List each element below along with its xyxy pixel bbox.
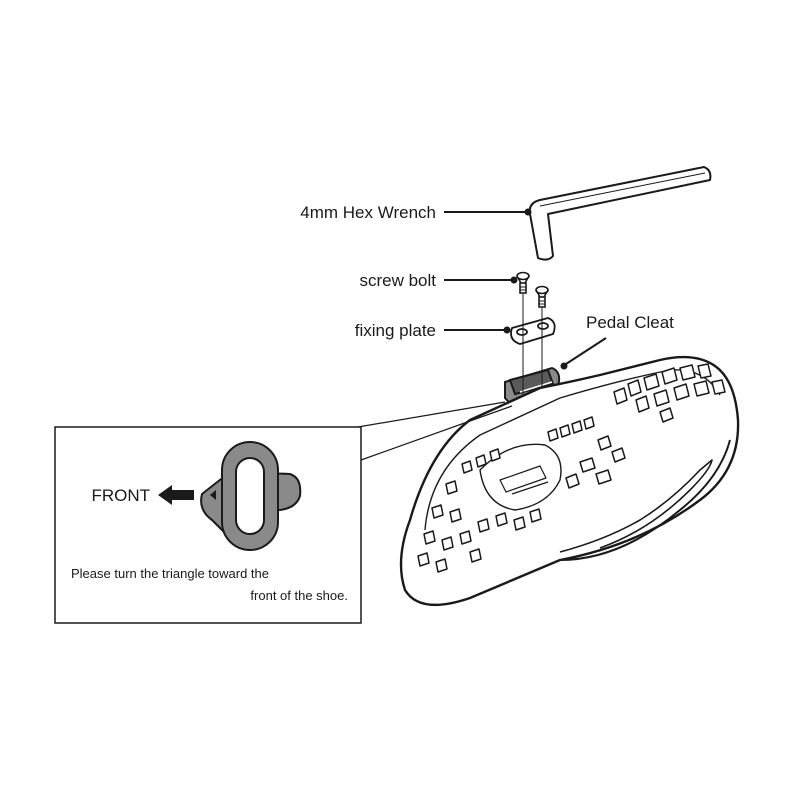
hex-wrench-label: 4mm Hex Wrench (300, 203, 436, 222)
screw-bolts (516, 271, 549, 308)
inset-note-line1: Please turn the triangle toward the (71, 566, 269, 581)
hex-wrench (528, 166, 712, 261)
orientation-inset: FRONT Please turn the triangle toward th… (54, 426, 362, 624)
front-triangle-icon (210, 490, 216, 500)
sole-tread-lugs (417, 363, 726, 573)
fixing-plate (510, 317, 556, 345)
screw-bolt-2 (535, 285, 549, 308)
callout-leaders (444, 208, 607, 370)
fixing-plate-label: fixing plate (355, 321, 436, 340)
inset-frame (54, 426, 362, 624)
cleat-top-view (200, 441, 302, 551)
inset-note-line2: front of the shoe. (250, 588, 348, 603)
pedal-cleat-label: Pedal Cleat (586, 313, 674, 332)
front-arrow-icon (158, 485, 194, 505)
inset-connector-lines (357, 401, 513, 461)
screw-bolt-1 (516, 271, 530, 294)
screw-bolt-label: screw bolt (359, 271, 436, 290)
front-label: FRONT (91, 486, 150, 505)
